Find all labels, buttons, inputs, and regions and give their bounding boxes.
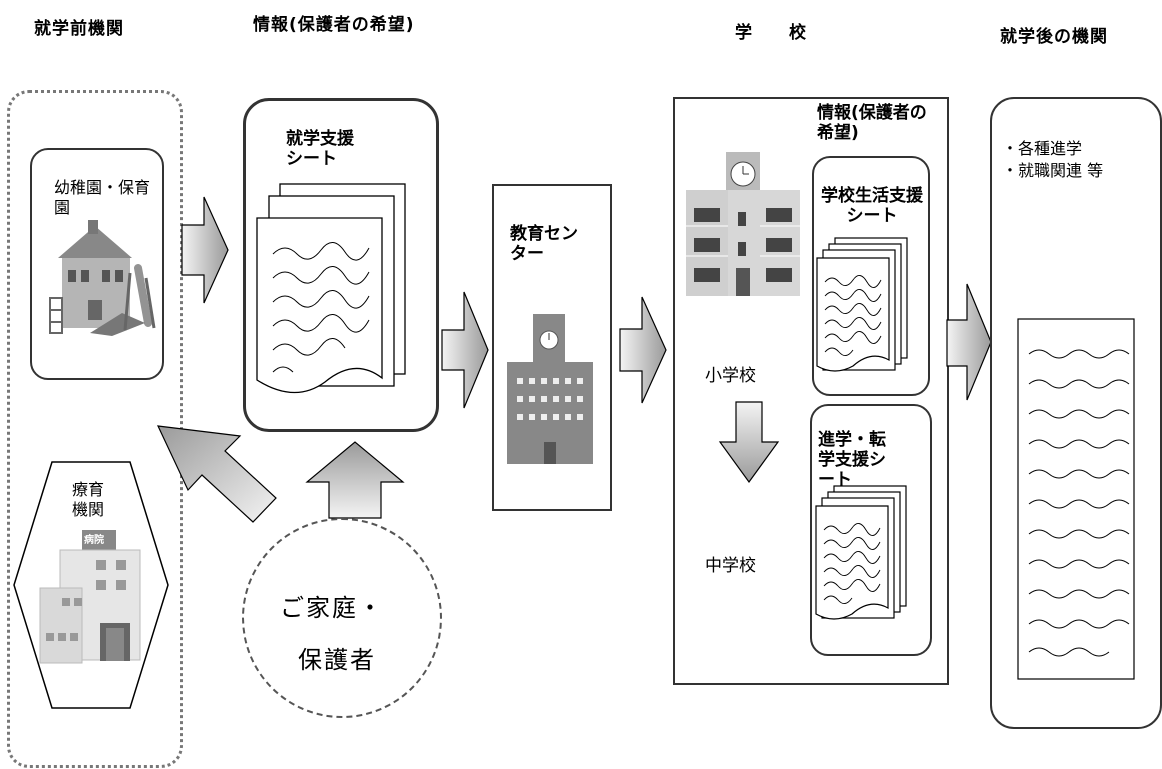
education-center-building-icon [507, 314, 593, 464]
arrow-diagonal [156, 425, 277, 523]
transfer-sheet-documents-icon [815, 485, 907, 620]
info-sheet-title: 就学支援シート [286, 129, 354, 169]
life-sheet-documents-icon [816, 237, 908, 372]
header-after: 就学後の機関 [1000, 27, 1108, 47]
family-label-line1: ご家庭・ [280, 594, 384, 622]
school-info-title: 情報(保護者の希望) [817, 103, 927, 143]
after-item-0: ・各種進学 [1002, 139, 1083, 158]
kindergarten-label: 幼稚園・保育園 [54, 178, 151, 217]
arrow-right-3 [619, 296, 667, 404]
after-item-1: ・就職関連 等 [1002, 161, 1104, 180]
arrow-up [305, 441, 405, 519]
school-building-icon [686, 152, 800, 296]
hospital-building-icon [39, 530, 141, 664]
therapy-label: 療育機関 [72, 480, 105, 519]
transfer-sheet-title: 進学・転学支援シート [818, 430, 886, 490]
arrow-right-2 [441, 291, 489, 409]
info-sheet-documents-icon [256, 183, 406, 394]
arrow-right-4 [946, 283, 992, 401]
kindergarten-box: 幼稚園・保育園 [30, 148, 164, 380]
elementary-label: 小学校 [705, 366, 756, 386]
life-sheet-title: 学校生活支援シート [821, 186, 923, 226]
family-circle: ご家庭・ 保護者 [242, 518, 442, 718]
after-document-icon [1017, 318, 1135, 680]
family-label-line2: 保護者 [298, 646, 376, 674]
header-preschool: 就学前機関 [34, 19, 124, 39]
header-info: 情報(保護者の希望) [253, 15, 415, 35]
arrow-right-1 [181, 196, 229, 304]
header-school: 学 校 [735, 23, 807, 43]
center-title: 教育センター [510, 224, 578, 264]
junior-high-label: 中学校 [705, 556, 756, 576]
hospital-sign: 病院 [84, 535, 104, 546]
kindergarten-building-icon [49, 220, 156, 336]
arrow-down [718, 401, 780, 484]
